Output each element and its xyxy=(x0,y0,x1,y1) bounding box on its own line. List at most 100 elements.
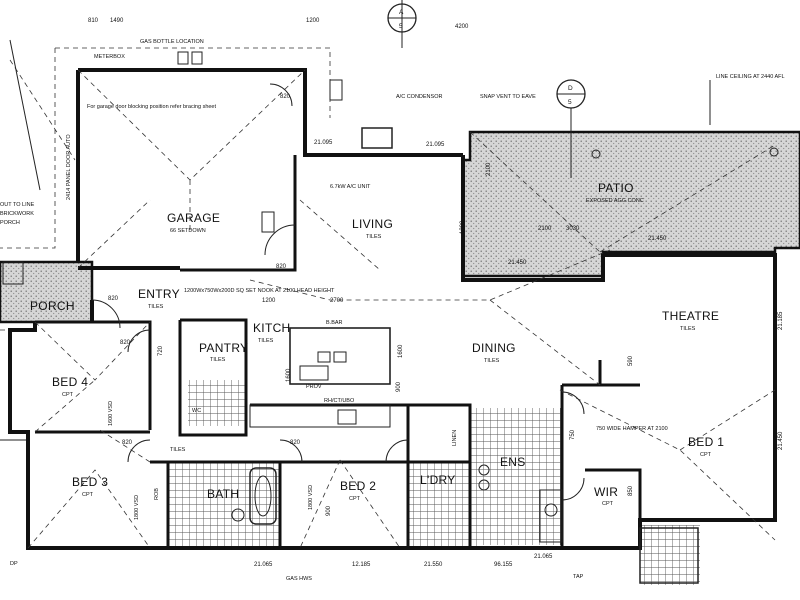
dim-20: 21.095 xyxy=(426,142,445,148)
linen-label: LINEN xyxy=(452,430,458,446)
entry-label: ENTRY xyxy=(138,287,180,301)
ens-label: ENS xyxy=(500,455,526,469)
dim-34: 1300 xyxy=(460,220,466,234)
dim-26: 3030 xyxy=(566,226,580,232)
bed1-sub: CPT xyxy=(700,452,712,458)
wir-sub: CPT xyxy=(602,501,614,507)
bed3-sub: CPT xyxy=(82,492,94,498)
living-label: LIVING xyxy=(352,217,393,231)
section-marker-a: A 5 xyxy=(387,0,417,48)
porch-label: PORCH xyxy=(30,299,75,313)
bed1-label: BED 1 xyxy=(688,435,724,449)
section-d-number: 5 xyxy=(568,99,572,106)
dim-27: 590 xyxy=(628,355,634,366)
dining-label: DINING xyxy=(472,341,516,355)
note-vsd-1: 1600 VSD xyxy=(108,401,114,426)
note-rhctubo: RH/CT/UBO xyxy=(324,398,355,404)
note-snap-vent: SNAP VENT TO EAVE xyxy=(480,94,536,100)
dim-24: 2100 xyxy=(538,226,552,232)
dim-15: 21.450 xyxy=(508,260,527,266)
dim-2: 1490 xyxy=(110,18,124,24)
kitchen-island xyxy=(249,327,391,428)
dim-4: 4200 xyxy=(455,24,469,30)
note-garage-door: For garage door blocking position refer … xyxy=(87,104,216,110)
dim-25: 2100 xyxy=(486,162,492,176)
theatre-sub: TILES xyxy=(680,326,696,332)
section-d-letter: D xyxy=(568,85,573,92)
dim-11: 1200 xyxy=(262,298,276,304)
plan-notes: GAS BOTTLE LOCATION METERBOX For garage … xyxy=(0,39,785,582)
kitch-sub: TILES xyxy=(258,338,274,344)
note-vsd-3: 1800 VSD xyxy=(308,485,314,510)
bed4-sub: CPT xyxy=(62,392,74,398)
dim-7: 820 xyxy=(108,296,119,302)
dim-23: 21.450 xyxy=(778,431,784,450)
bed3-label: BED 3 xyxy=(72,475,108,489)
dim-10: 820 xyxy=(290,440,301,446)
bath-label: BATH xyxy=(207,487,239,501)
dimension-labels: 810 1490 1200 4200 820 820 820 820 820 8… xyxy=(88,18,784,568)
dim-18: 21.550 xyxy=(424,562,443,568)
patio-label: PATIO xyxy=(598,181,634,195)
dim-29: 850 xyxy=(628,485,634,496)
dim-3: 1200 xyxy=(306,18,320,24)
note-hamper: 750 WIDE HAMPER AT 2100 xyxy=(596,426,668,432)
boundary-lines xyxy=(0,39,711,441)
dim-6: 820 xyxy=(276,264,287,270)
note-brickwork: BRICKWORK xyxy=(0,211,34,217)
section-a-letter: A xyxy=(399,9,404,16)
dim-33: 1600 xyxy=(398,344,404,358)
note-out-to-line: OUT TO LINE xyxy=(0,202,35,208)
ldry-label: L'DRY xyxy=(420,473,456,487)
garage-sub: 66 SETDOWN xyxy=(170,228,206,234)
fixtures xyxy=(2,51,779,584)
dim-5: 820 xyxy=(280,94,291,100)
kitch-label: KITCH xyxy=(253,321,291,335)
note-ac-unit: 6.7kW A/C UNIT xyxy=(330,184,371,190)
dim-19: 96.155 xyxy=(494,562,513,568)
dim-9: 820 xyxy=(122,440,133,446)
note-prov: PROV xyxy=(306,384,322,390)
dim-1: 810 xyxy=(88,18,99,24)
dim-30: 900 xyxy=(396,381,402,392)
rob-label: ROB xyxy=(154,488,160,500)
note-ac-condensor: A/C CONDENSOR xyxy=(396,94,442,100)
bed2-sub: CPT xyxy=(349,496,361,502)
bed2-label: BED 2 xyxy=(340,479,376,493)
note-porch: PORCH xyxy=(0,220,20,226)
dining-sub: TILES xyxy=(484,358,500,364)
section-a-number: 5 xyxy=(399,23,403,30)
theatre-label: THEATRE xyxy=(662,309,719,323)
dim-12: 2700 xyxy=(330,298,344,304)
dim-31: 900 xyxy=(326,505,332,516)
dim-14: 21.450 xyxy=(648,236,667,242)
note-dp-1: DP xyxy=(10,561,18,567)
note-bar: B.BAR xyxy=(326,320,343,326)
porch-area xyxy=(0,260,94,324)
patio-sub: EXPOSED AGG CONC xyxy=(586,198,644,204)
garage-label: GARAGE xyxy=(167,211,220,225)
living-sub: TILES xyxy=(366,234,382,240)
note-meterbox: METERBOX xyxy=(94,54,125,60)
dim-21: 21.065 xyxy=(254,562,273,568)
note-gas-hws: GAS HWS xyxy=(286,576,312,582)
pantry-sub: TILES xyxy=(210,357,226,363)
wir-label: WIR xyxy=(594,485,618,499)
note-vsd-2: 1800 VSD xyxy=(134,495,140,520)
bed4-label: BED 4 xyxy=(52,375,88,389)
entry-sub: TILES xyxy=(148,304,164,310)
dim-8: 820 xyxy=(120,340,131,346)
note-line-ceiling: LINE CEILING AT 2440 AFL xyxy=(716,74,785,80)
note-nook: 1200Wx750Wx200D SQ SET NOOK AT 2100 HEAD… xyxy=(184,288,335,294)
patio-area xyxy=(461,130,800,278)
dim-16: 21.065 xyxy=(534,554,553,560)
hall-tiles-label: TILES xyxy=(170,447,186,453)
note-tap: TAP xyxy=(573,574,584,580)
note-panel-door: 2414 PANEL DOOR AUTO xyxy=(66,134,72,200)
pantry-label: PANTRY xyxy=(199,341,248,355)
section-marker-d: D 5 xyxy=(556,79,586,178)
dim-13: 21.095 xyxy=(314,140,333,146)
note-gas-bottle: GAS BOTTLE LOCATION xyxy=(140,39,204,45)
dim-32: 1600 xyxy=(286,368,292,382)
